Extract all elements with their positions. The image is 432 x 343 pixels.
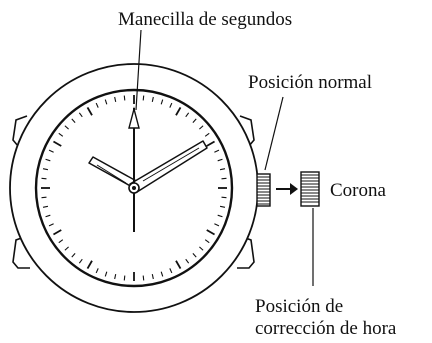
dial-tick (204, 132, 210, 137)
dial-tick (58, 239, 64, 244)
dial-minute-ticks (41, 95, 227, 281)
dial-tick (86, 107, 93, 116)
dial-tick (185, 112, 190, 118)
leader-second-hand (135, 29, 142, 111)
dial-tick (45, 158, 51, 162)
dial-tick (123, 275, 126, 281)
dial-tick (104, 271, 108, 277)
dial-tick (45, 214, 51, 218)
dial-tick (214, 149, 220, 153)
dial-tick (123, 95, 126, 101)
label-crown: Corona (330, 180, 387, 201)
dial-tick (175, 107, 182, 116)
dial-tick (169, 268, 173, 274)
dial-tick (221, 177, 227, 180)
dial-tick (41, 196, 47, 199)
dial-tick (217, 158, 223, 162)
dial-tick (114, 96, 117, 103)
dial-tick (199, 125, 204, 130)
second-hand (128, 106, 140, 232)
dial-tick (160, 271, 164, 277)
dial-tick (58, 132, 64, 137)
label-time-correction-line1: Posición de (255, 296, 343, 317)
label-second-hand: Manecilla de segundos (118, 9, 292, 30)
lower-pusher (12, 235, 30, 269)
dial-tick (175, 260, 182, 269)
leader-normal-position (264, 96, 284, 171)
dial-tick (142, 95, 145, 101)
dial-tick (104, 99, 108, 105)
dial-tick (48, 223, 54, 227)
label-time-correction-line2: corrección de hora (255, 318, 397, 339)
dial-tick (160, 99, 164, 105)
dial-tick (185, 258, 190, 264)
dial-tick (206, 140, 215, 147)
dial-tick (53, 229, 62, 236)
dial-tick (71, 253, 76, 258)
dial-tick (86, 260, 93, 269)
dial-tick (71, 118, 76, 123)
dial-tick (204, 239, 210, 244)
crown-pulled-position (300, 171, 320, 207)
crown-normal-position (256, 173, 271, 207)
dial-tick (95, 102, 99, 108)
dial-tick (169, 102, 173, 108)
dial-tick (151, 273, 154, 280)
label-normal-position: Posición normal (248, 72, 372, 93)
dial-tick (219, 205, 226, 208)
dial-tick (53, 140, 62, 147)
dial-tick (206, 229, 215, 236)
dial-tick (151, 96, 154, 103)
dial-tick (42, 205, 49, 208)
dial-tick (221, 196, 227, 199)
dial-tick (192, 118, 197, 123)
dial-tick (219, 168, 226, 171)
dial-tick (114, 273, 117, 280)
right-arrow-icon (276, 183, 298, 195)
dial-tick (78, 258, 83, 264)
dial-tick (48, 149, 54, 153)
dial-tick (41, 177, 47, 180)
dial-tick (142, 275, 145, 281)
dial-tick (214, 223, 220, 227)
dial-tick (192, 253, 197, 258)
dial-tick (217, 214, 223, 218)
dial-tick (78, 112, 83, 118)
dial-tick (64, 125, 69, 130)
dial-tick (42, 168, 49, 171)
dial-tick (95, 268, 99, 274)
dial-tick (64, 246, 69, 251)
dial-tick (199, 246, 204, 251)
